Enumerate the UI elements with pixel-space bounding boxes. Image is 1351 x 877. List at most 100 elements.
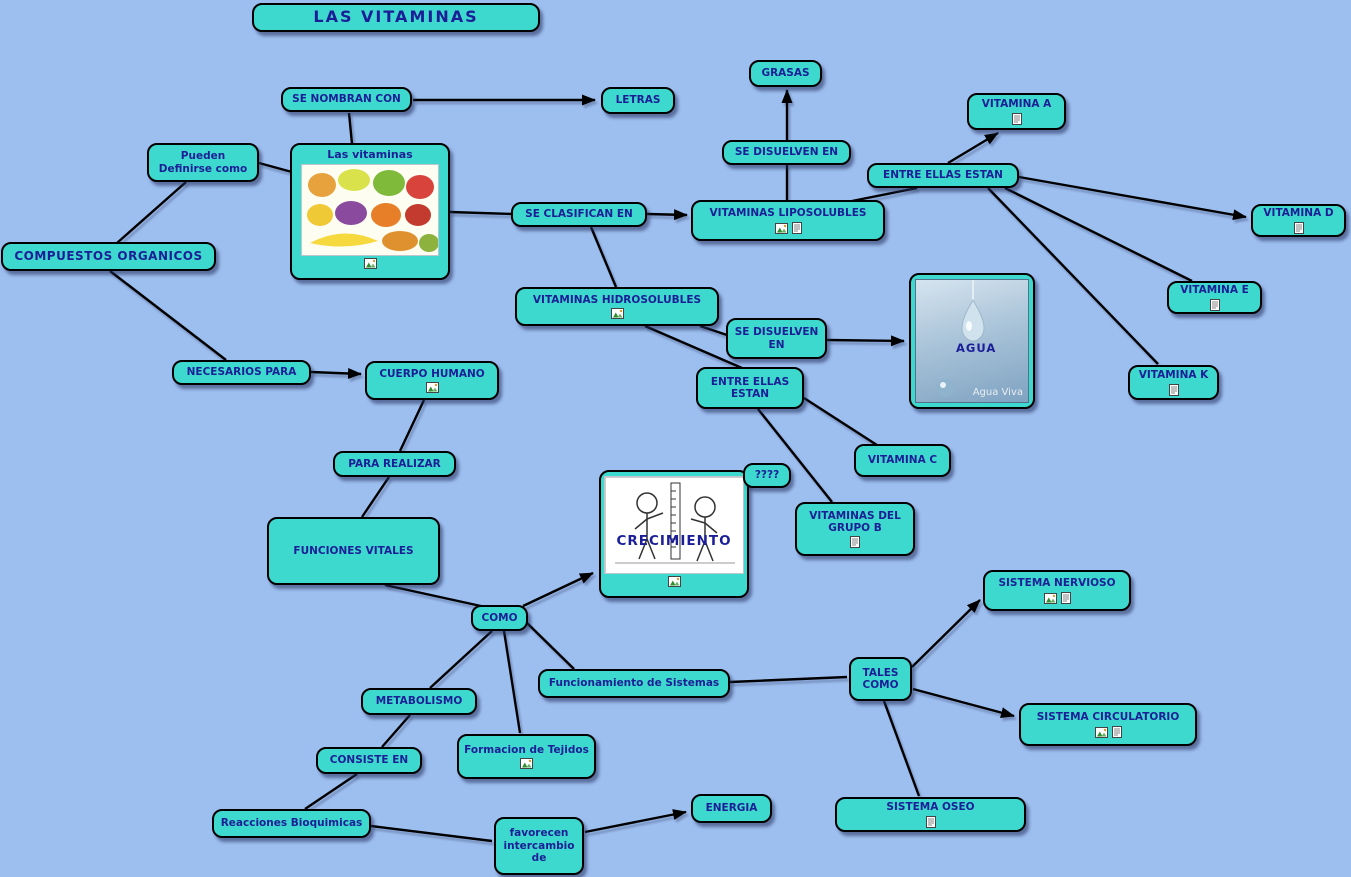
image-icon[interactable] [611,308,624,319]
node-se-nombran-con[interactable]: SE NOMBRAN CON [281,87,412,112]
edge-como-to-formacion_tejidos [502,630,522,734]
node-las-vitaminas[interactable]: Las vitaminas [290,143,450,280]
image-icon[interactable] [668,576,681,587]
node-consiste-en[interactable]: CONSISTE EN [316,747,422,774]
node-label: VITAMINAS HIDROSOLUBLES [532,293,702,306]
edge-consiste_en-to-reacciones_bioquimicas [304,773,358,810]
document-icon[interactable] [1169,384,1179,396]
node-label: FUNCIONES VITALES [293,544,414,557]
node-para-realizar[interactable]: PARA REALIZAR [333,451,456,477]
edge-tales_como-to-sistema_circulatorio [912,687,1015,718]
image-icon[interactable] [426,382,439,393]
document-icon[interactable] [1210,299,1220,311]
document-icon[interactable] [850,536,860,548]
image-icon[interactable] [364,258,377,269]
node-label: ENERGIA [705,802,758,815]
node-label: Pueden Definirse como [158,150,248,175]
node-vitamina-d[interactable]: VITAMINA D [1251,204,1346,237]
node-se-disuelven-en-1[interactable]: SE DISUELVEN EN [722,140,851,165]
node-vitaminas-hidrosolubles[interactable]: VITAMINAS HIDROSOLUBLES [515,287,719,326]
node-se-disuelven-en-2[interactable]: SE DISUELVEN EN [726,318,827,359]
node-label: CONSISTE EN [329,754,409,767]
node-label: favorecen intercambio de [503,827,575,865]
document-icon[interactable] [1061,592,1071,604]
node-question-marks[interactable]: ???? [743,463,791,488]
node-metabolismo[interactable]: METABOLISMO [361,688,477,715]
node-label: VITAMINA K [1138,369,1209,382]
node-sistema-circulatorio[interactable]: SISTEMA CIRCULATORIO [1019,703,1197,746]
node-label: SISTEMA NERVIOSO [998,577,1116,590]
edge-reacciones_bioquimicas-to-favorecen [370,824,493,843]
node-pueden-definirse[interactable]: Pueden Definirse como [147,143,259,182]
node-label: Reacciones Bioquimicas [220,817,363,830]
growth-image [604,476,744,574]
node-tales-como[interactable]: TALES COMO [849,657,912,701]
node-favorecen-intercambio[interactable]: favorecen intercambio de [494,817,584,875]
edge-tales_como-to-sistema_oseo [882,700,921,797]
image-icon[interactable] [1044,593,1057,604]
edge-vitaminas_liposolubles-to-entre_ellas_estan_1 [851,186,918,203]
node-como[interactable]: COMO [471,605,528,631]
node-letras[interactable]: LETRAS [601,87,675,114]
edge-como-to-crecimiento [522,571,594,608]
node-se-clasifican-en[interactable]: SE CLASIFICAN EN [511,202,647,227]
node-label: COMO [481,611,518,624]
edge-entre_ellas_estan_1-to-vitamina_d [1018,175,1247,221]
edge-cuerpo_humano-to-para_realizar [398,399,426,452]
node-formacion-tejidos[interactable]: Formacion de Tejidos [457,734,596,779]
image-icon[interactable] [520,758,533,769]
node-vitamina-e[interactable]: VITAMINA E [1167,281,1262,314]
edge-funcionamiento_sistemas-to-tales_como [729,675,848,684]
node-sistema-oseo[interactable]: SISTEMA OSEO [835,797,1026,832]
edge-vitaminas_hidrosolubles-to-se_disuelven_en_2 [699,324,731,338]
image-icon[interactable] [775,223,788,234]
node-entre-ellas-estan-1[interactable]: ENTRE ELLAS ESTAN [867,163,1019,188]
node-label: LETRAS [615,94,661,107]
node-label: TALES COMO [862,666,899,691]
node-vitaminas-liposolubles[interactable]: VITAMINAS LIPOSOLUBLES [691,200,885,241]
node-energia[interactable]: ENERGIA [691,794,772,823]
edge-entre_ellas_estan_1-to-vitamina_a [947,131,999,165]
edge-compuestos_organicos-to-necesarios_para [109,270,227,361]
node-vitamina-c[interactable]: VITAMINA C [854,444,951,477]
node-agua[interactable]: AGUA Agua Viva [909,273,1035,409]
node-grasas[interactable]: GRASAS [749,60,822,87]
edge-las_vitaminas-to-se_nombran_con [347,112,354,145]
node-label: CUERPO HUMANO [379,367,485,380]
edge-como-to-metabolismo [429,630,493,689]
edge-pueden_definirse-to-las_vitaminas [258,161,293,174]
document-icon[interactable] [792,222,802,234]
node-label: SE NOMBRAN CON [292,93,401,106]
node-vitamina-k[interactable]: VITAMINA K [1128,365,1219,400]
node-label: SE DISUELVEN EN [734,146,839,159]
node-sistema-nervioso[interactable]: SISTEMA NERVIOSO [983,570,1131,611]
document-icon[interactable] [1012,113,1022,125]
document-icon[interactable] [926,816,936,828]
document-icon[interactable] [1112,726,1122,738]
node-funcionamiento-sistemas[interactable]: Funcionamiento de Sistemas [538,669,730,698]
edge-se_clasifican_en-to-vitaminas_liposolubles [646,209,688,221]
node-label: VITAMINA A [981,98,1052,111]
node-necesarios-para[interactable]: NECESARIOS PARA [172,360,311,385]
node-entre-ellas-estan-2[interactable]: ENTRE ELLAS ESTAN [696,367,804,409]
node-funciones-vitales[interactable]: FUNCIONES VITALES [267,517,440,585]
node-vitaminas-grupo-b[interactable]: VITAMINAS DEL GRUPO B [795,502,915,556]
document-icon[interactable] [1294,222,1304,234]
node-label: NECESARIOS PARA [186,366,297,379]
node-compuestos-organicos[interactable]: COMPUESTOS ORGANICOS [1,242,216,271]
edge-entre_ellas_estan_1-to-vitamina_k [987,187,1159,365]
node-cuerpo-humano[interactable]: CUERPO HUMANO [365,361,499,400]
edge-vitaminas_hidrosolubles-to-entre_ellas_estan_2 [644,324,743,370]
node-label: VITAMINA E [1180,284,1249,297]
node-reacciones-bioquimicas[interactable]: Reacciones Bioquimicas [212,809,371,838]
image-icon[interactable] [1095,727,1108,738]
node-vitamina-a[interactable]: VITAMINA A [967,93,1066,130]
node-crecimiento[interactable]: CRECIMIENTO [599,470,749,598]
map-title[interactable]: LAS VITAMINAS [252,3,540,32]
node-label: SISTEMA OSEO [886,801,975,814]
node-label: PARA REALIZAR [348,457,441,470]
node-label: COMPUESTOS ORGANICOS [14,249,203,264]
edge-necesarios_para-to-cuerpo_humano [310,367,362,379]
edge-entre_ellas_estan_1-to-vitamina_e [1004,186,1193,283]
